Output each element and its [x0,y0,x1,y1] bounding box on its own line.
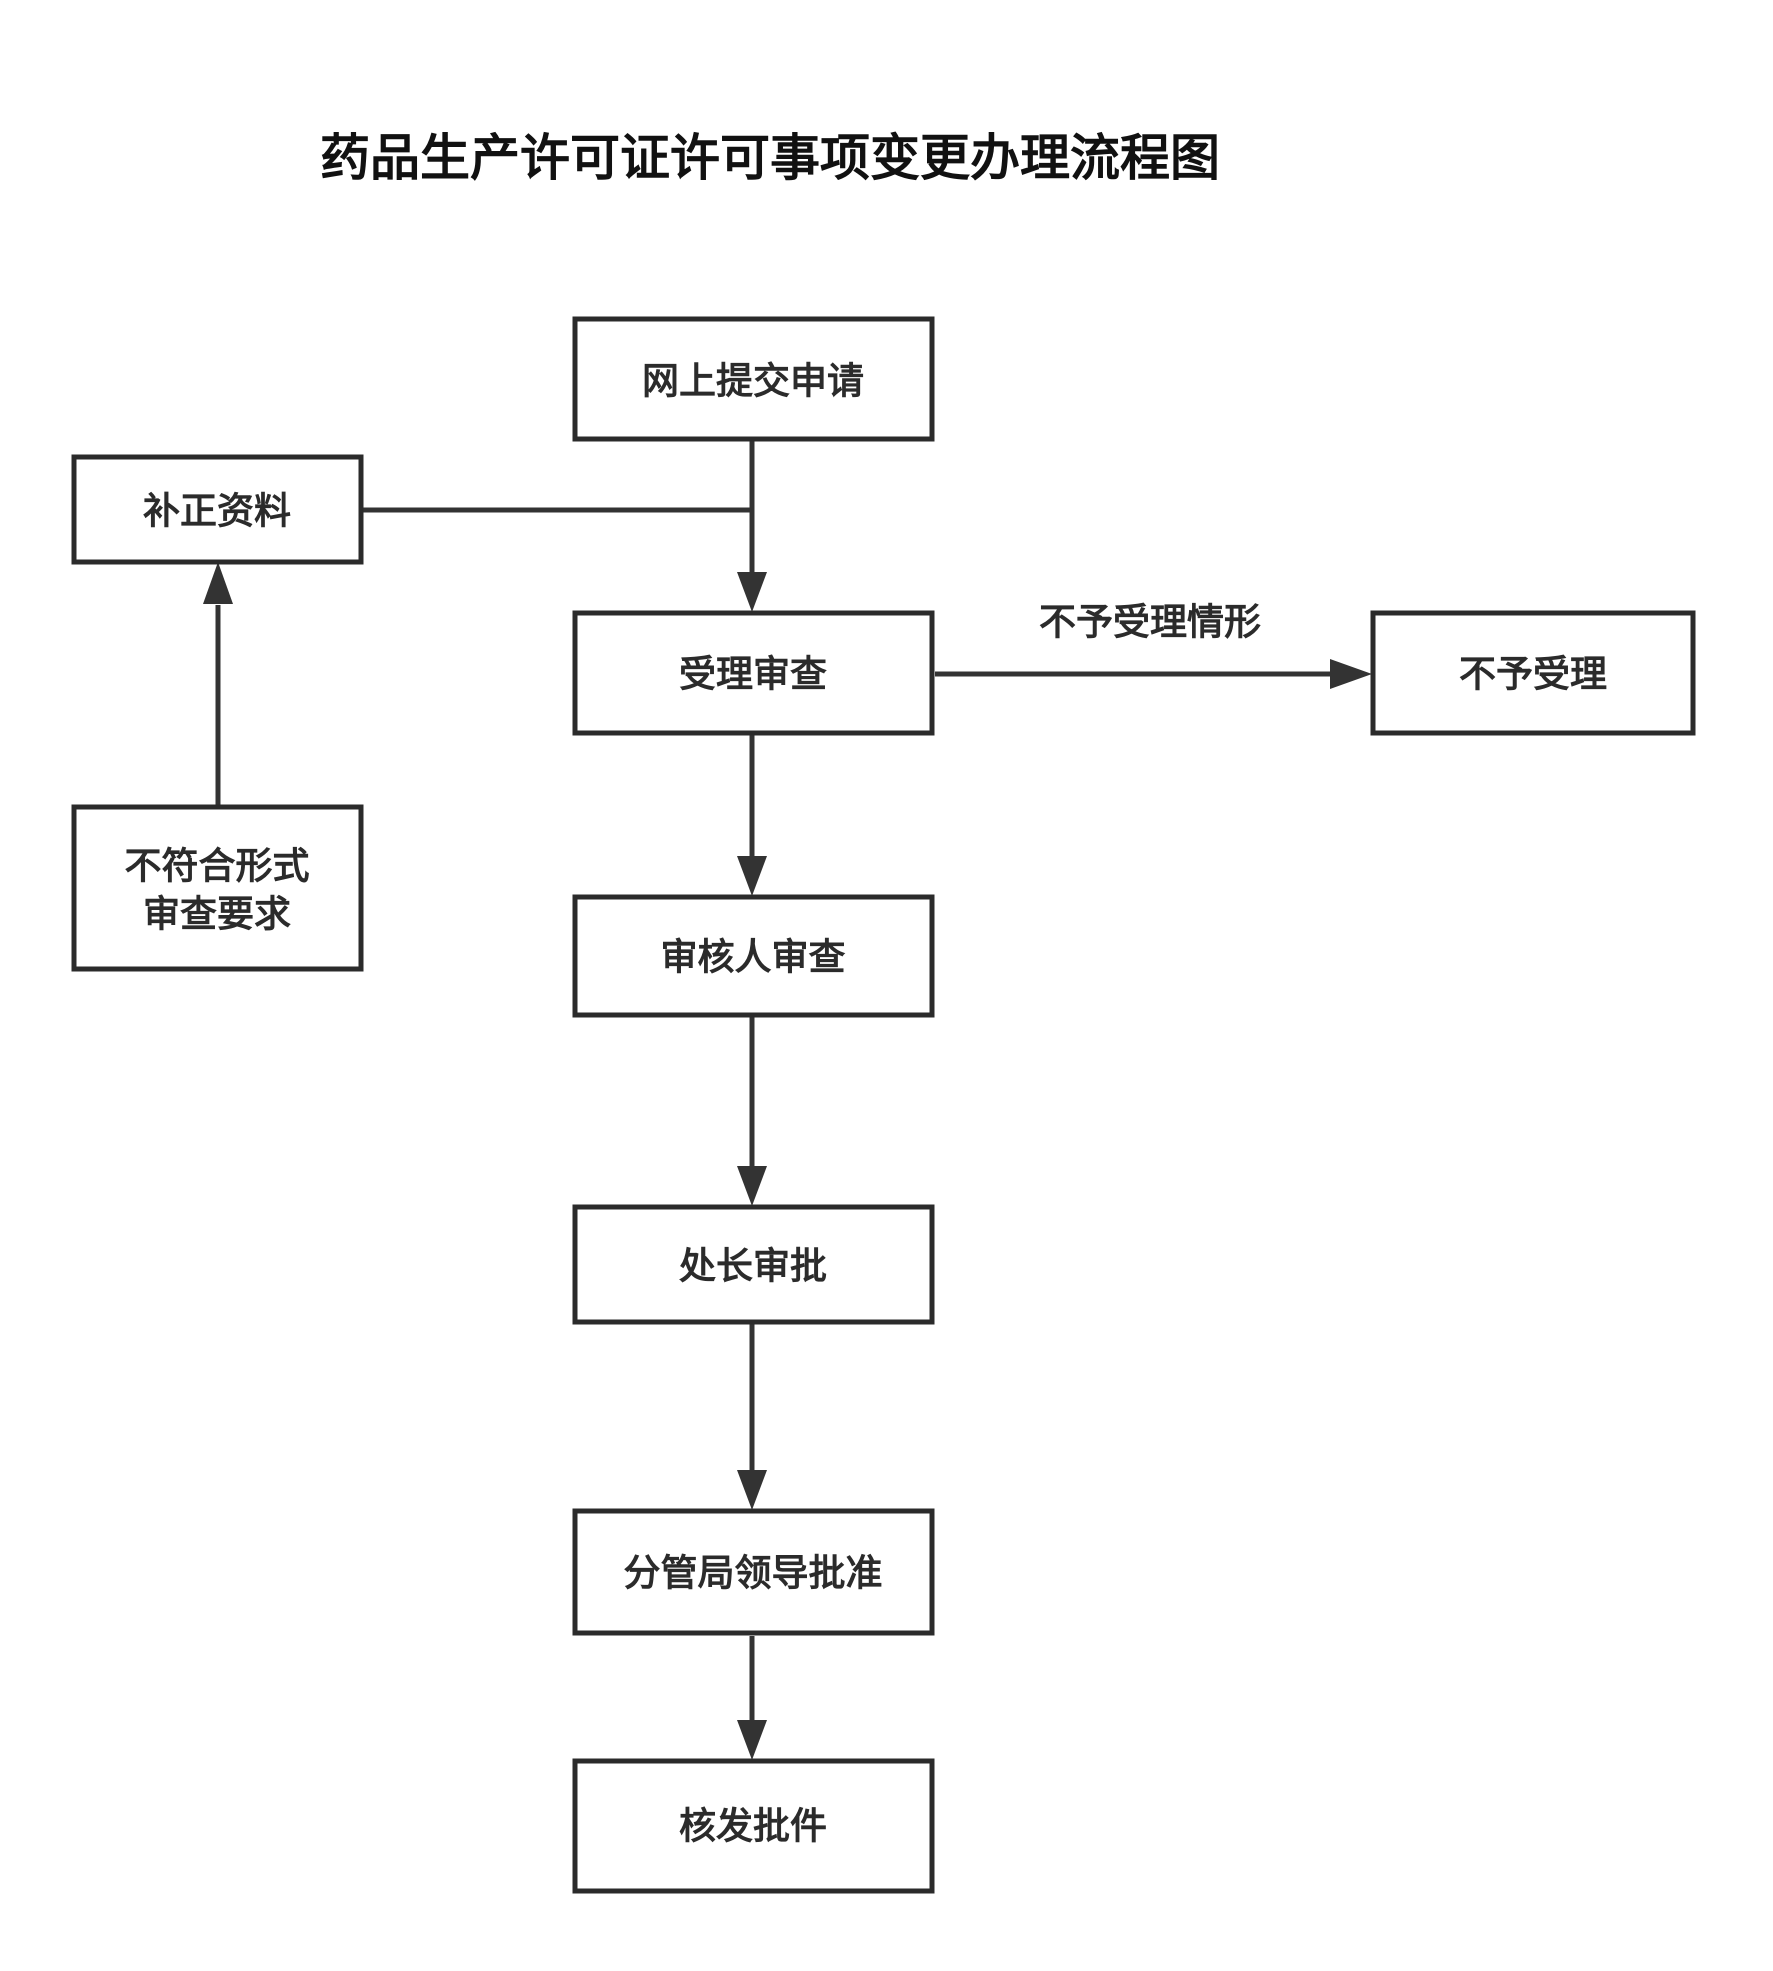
arrow-head-down-icon [737,856,767,896]
page-title: 药品生产许可证许可事项变更办理流程图 [320,129,1220,187]
node-supplement: 补正资料 [71,454,364,565]
node-label: 审核人审查 [661,936,846,979]
node-accept-review: 受理审查 [572,610,935,736]
node-label: 核发批件 [679,1805,827,1848]
node-label: 补正资料 [143,490,291,533]
node-box [1370,610,1696,736]
node-label: 分管局领导批准 [624,1552,883,1595]
node-reviewer-review: 审核人审查 [572,894,935,1018]
arrow-head-down-icon [737,572,767,612]
node-not-compliant: 不符合形式 审查要求 [71,804,364,972]
node-box [572,1204,935,1325]
node-box [572,1758,935,1894]
node-box [71,454,364,565]
node-box [572,316,935,442]
node-label: 网上提交申请 [642,360,864,403]
arrow-head-down-icon [737,1166,767,1206]
arrow-head-down-icon [737,1470,767,1510]
node-box [71,804,364,972]
node-leader-approval: 分管局领导批准 [572,1508,935,1636]
edges [215,440,1335,1725]
node-label: 受理审查 [679,653,827,696]
arrow-head-down-icon [737,1720,767,1760]
node-box [572,894,935,1018]
arrow-head-right-icon [1330,659,1372,689]
node-not-accepted: 不予受理 [1370,610,1696,736]
node-director-approval: 处长审批 [572,1204,935,1325]
arrow-head-up-icon [203,562,233,604]
node-box [572,610,935,736]
node-box [572,1508,935,1636]
node-online-submit: 网上提交申请 [572,316,935,442]
edge-label-not-accepted-case: 不予受理情形 [1039,601,1261,644]
node-issue-document: 核发批件 [572,1758,935,1894]
arrow-heads [203,562,1372,1760]
node-label-line-1: 不符合形式 [125,845,310,888]
node-label: 处长审批 [679,1245,827,1288]
node-label-line-2: 审查要求 [143,893,291,936]
node-label: 不予受理 [1459,653,1607,696]
